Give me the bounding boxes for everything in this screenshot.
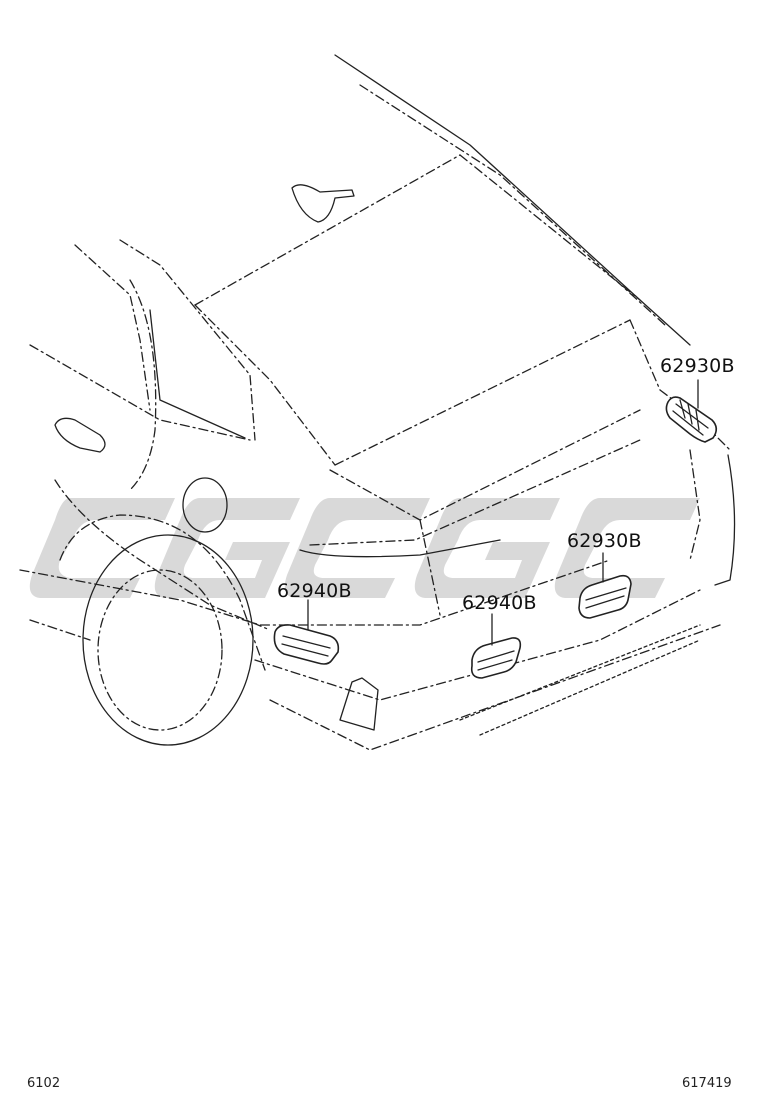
figure-code-right: 617419: [682, 1076, 732, 1091]
callout-62940b-left: 62940B: [277, 580, 352, 602]
figure-code-left: 6102: [27, 1076, 61, 1091]
body-outline: [19, 54, 736, 751]
part-62930b-lower: [578, 574, 632, 619]
part-62940b-center: [470, 637, 522, 679]
callout-62940b-center: 62940B: [462, 592, 537, 614]
callout-62930b-upper: 62930B: [660, 355, 735, 377]
callout-62930b-lower: 62930B: [567, 530, 642, 552]
part-62940b-left: [273, 624, 340, 665]
part-62930b-upper: [665, 396, 718, 443]
leader-lines: [307, 379, 699, 646]
watermark: [29, 498, 700, 598]
